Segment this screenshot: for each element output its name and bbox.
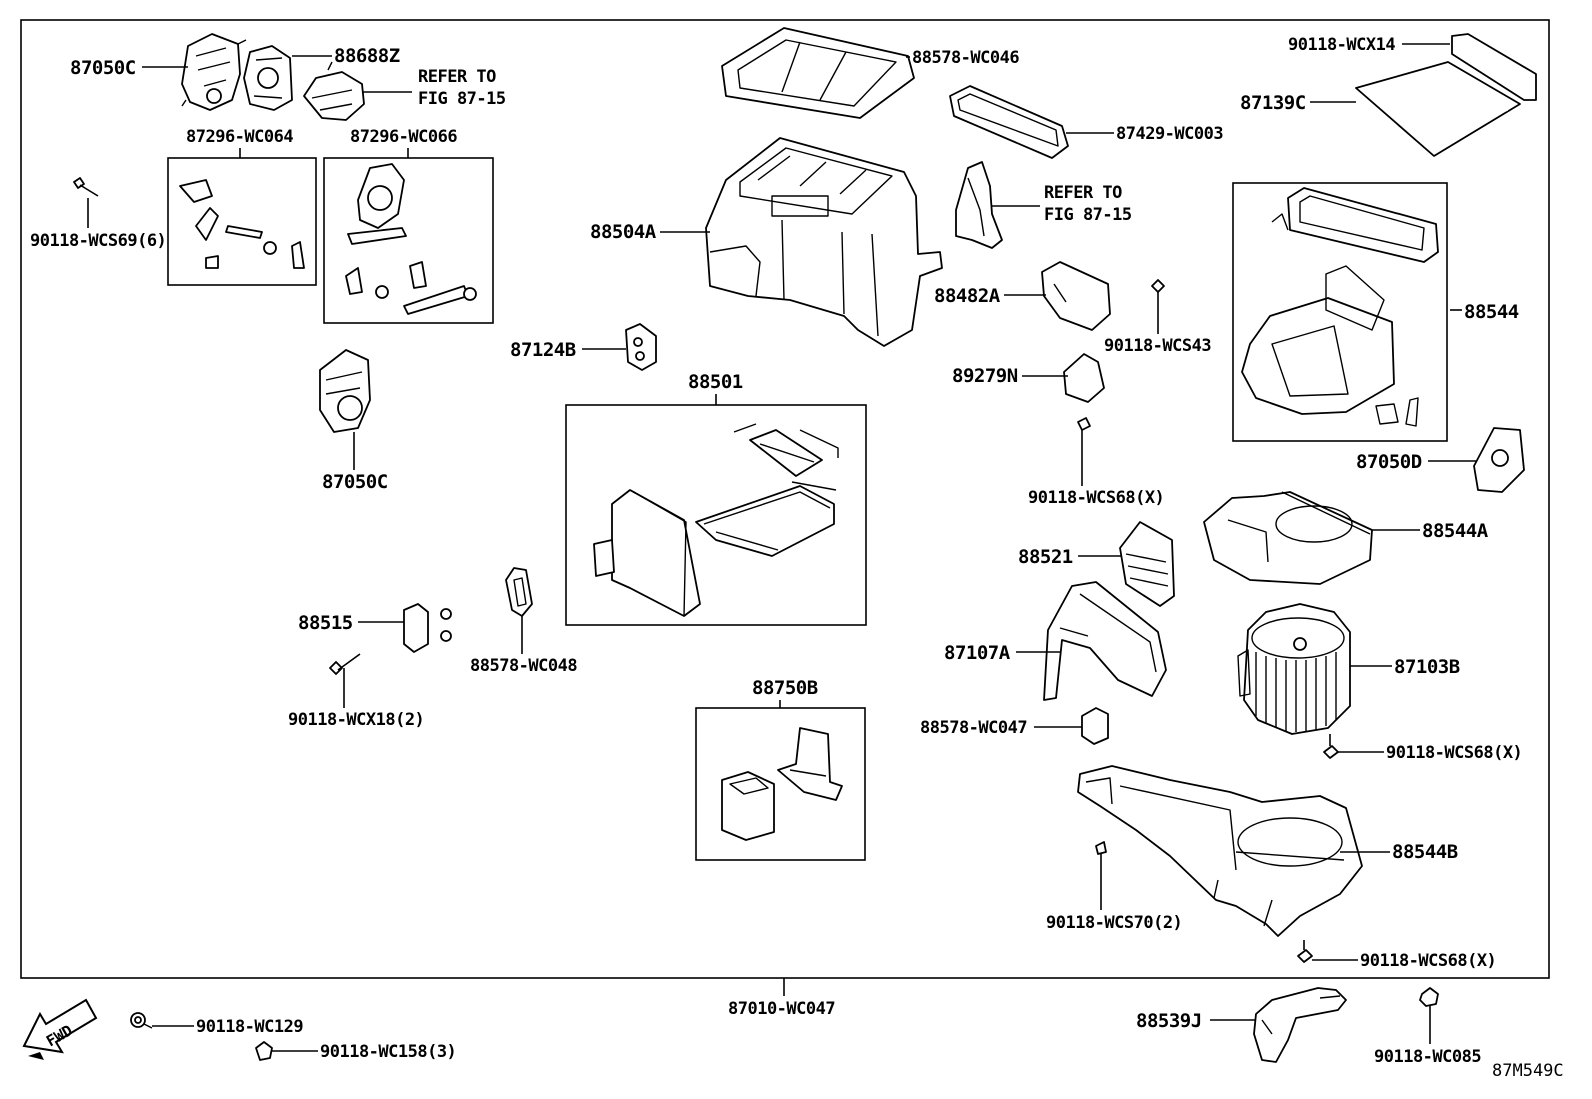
kit-88501-box [565, 404, 867, 626]
label-87050D[interactable]: 87050D [1356, 451, 1422, 473]
label-90118-WCS69[interactable]: 90118-WCS69(6) [30, 231, 167, 251]
part-refer-duct-center[interactable] [955, 161, 1003, 249]
part-90118-WCS43-nut[interactable] [1151, 279, 1165, 293]
label-87010-WC047[interactable]: 87010-WC047 [728, 999, 836, 1019]
part-90118-WCS69-screw[interactable] [73, 177, 99, 197]
part-88688Z-bracket[interactable] [243, 45, 293, 111]
assembly-frame [20, 19, 1550, 979]
label-88578-WC048[interactable]: 88578-WC048 [470, 656, 578, 676]
part-87429-WC003-seal[interactable] [949, 85, 1069, 159]
part-88521-door[interactable] [1119, 521, 1175, 607]
part-90118-WCS68-screw-b[interactable] [1323, 734, 1339, 759]
diagram-code: 87M549C [1492, 1061, 1564, 1081]
label-90118-WC085[interactable]: 90118-WC085 [1374, 1047, 1482, 1067]
label-88578-WC046[interactable]: 88578-WC046 [912, 48, 1020, 68]
part-88578-WC046-gasket[interactable] [721, 27, 915, 119]
part-90118-WCS70-screw[interactable] [1095, 841, 1107, 868]
fwd-arrow-icon: FWD [22, 998, 98, 1060]
part-88515-valve[interactable] [403, 603, 452, 653]
part-88750B-resistor[interactable] [721, 727, 843, 841]
label-88544[interactable]: 88544 [1464, 301, 1519, 323]
part-88544B-lower-case[interactable] [1077, 765, 1363, 937]
label-87139C[interactable]: 87139C [1240, 92, 1306, 114]
part-90118-WCS68-screw-a[interactable] [1077, 417, 1091, 444]
kit-87296-WC064-parts[interactable] [179, 179, 305, 269]
part-87050C-top-actuator[interactable] [181, 33, 247, 111]
kit-87296-WC064-box [167, 157, 317, 286]
label-88515[interactable]: 88515 [298, 612, 353, 634]
part-88504A-case[interactable] [705, 137, 943, 347]
kit-87296-WC066-parts[interactable] [345, 163, 477, 315]
part-88539J-hose[interactable] [1253, 987, 1347, 1063]
label-88578-WC047[interactable]: 88578-WC047 [920, 718, 1028, 738]
refer-note-2-line1: REFER TO [1044, 183, 1122, 203]
part-87050C-mid-actuator[interactable] [319, 349, 371, 433]
kit-88544-box [1232, 182, 1448, 442]
kit-88750B-box [695, 707, 866, 861]
part-87050D-actuator[interactable] [1473, 427, 1525, 493]
part-87107A-duct[interactable] [1043, 581, 1167, 701]
part-90118-WCS68-screw-c[interactable] [1297, 940, 1313, 963]
part-87139C-filter[interactable] [1355, 61, 1521, 157]
part-87124B-connector[interactable] [625, 323, 657, 371]
part-87103B-blower-motor[interactable] [1237, 603, 1351, 735]
part-88501-evaporator[interactable] [593, 423, 839, 617]
part-88482A-cover[interactable] [1041, 261, 1111, 331]
label-90118-WC158[interactable]: 90118-WC158(3) [320, 1042, 457, 1062]
part-90118-WC085-nut[interactable] [1419, 987, 1439, 1007]
label-88750B[interactable]: 88750B [752, 677, 818, 699]
kit-87296-WC066-box [323, 157, 494, 324]
part-88544-blower-case[interactable] [1241, 187, 1439, 427]
part-88578-WC048-seal[interactable] [505, 567, 533, 617]
label-88501[interactable]: 88501 [688, 371, 743, 393]
label-87429-WC003[interactable]: 87429-WC003 [1116, 124, 1224, 144]
part-90118-WCX18-bolt[interactable] [329, 653, 361, 675]
label-90118-WCS68-c[interactable]: 90118-WCS68(X) [1360, 951, 1497, 971]
part-88544A-upper-case[interactable] [1203, 491, 1373, 585]
refer-note-1-line2: FIG 87-15 [418, 89, 506, 109]
label-90118-WCX18[interactable]: 90118-WCX18(2) [288, 710, 425, 730]
label-90118-WCS43[interactable]: 90118-WCS43 [1104, 336, 1212, 356]
refer-note-1-line1: REFER TO [418, 67, 496, 87]
label-88544A[interactable]: 88544A [1422, 520, 1489, 542]
part-88578-WC047-seal[interactable] [1081, 707, 1109, 745]
label-87103B[interactable]: 87103B [1394, 656, 1460, 678]
refer-note-2-line2: FIG 87-15 [1044, 205, 1132, 225]
part-90118-WC129-clip[interactable] [130, 1012, 153, 1029]
label-90118-WCS68-b[interactable]: 90118-WCS68(X) [1386, 743, 1523, 763]
label-87050C-mid[interactable]: 87050C [322, 471, 388, 493]
label-88544B[interactable]: 88544B [1392, 841, 1458, 863]
label-90118-WCS68-a[interactable]: 90118-WCS68(X) [1028, 488, 1165, 508]
label-88688Z[interactable]: 88688Z [334, 45, 400, 67]
part-90118-WC158-clip[interactable] [255, 1041, 273, 1061]
label-87050C-top[interactable]: 87050C [70, 57, 136, 79]
label-88504A[interactable]: 88504A [590, 221, 657, 243]
label-90118-WCX14[interactable]: 90118-WCX14 [1288, 35, 1396, 55]
label-88539J[interactable]: 88539J [1136, 1010, 1202, 1032]
part-90118-WCX14-bracket[interactable] [1451, 33, 1537, 101]
label-87124B[interactable]: 87124B [510, 339, 576, 361]
label-87296-WC064[interactable]: 87296-WC064 [186, 127, 294, 147]
label-88482A[interactable]: 88482A [934, 285, 1001, 307]
part-89279N-sensor[interactable] [1063, 353, 1105, 403]
label-87296-WC066[interactable]: 87296-WC066 [350, 127, 458, 147]
label-90118-WC129[interactable]: 90118-WC129 [196, 1017, 304, 1037]
label-88521[interactable]: 88521 [1018, 546, 1073, 568]
label-90118-WCS70[interactable]: 90118-WCS70(2) [1046, 913, 1183, 933]
part-refer-linkage-top[interactable] [303, 61, 365, 121]
label-89279N[interactable]: 89279N [952, 365, 1018, 387]
label-87107A[interactable]: 87107A [944, 642, 1011, 664]
